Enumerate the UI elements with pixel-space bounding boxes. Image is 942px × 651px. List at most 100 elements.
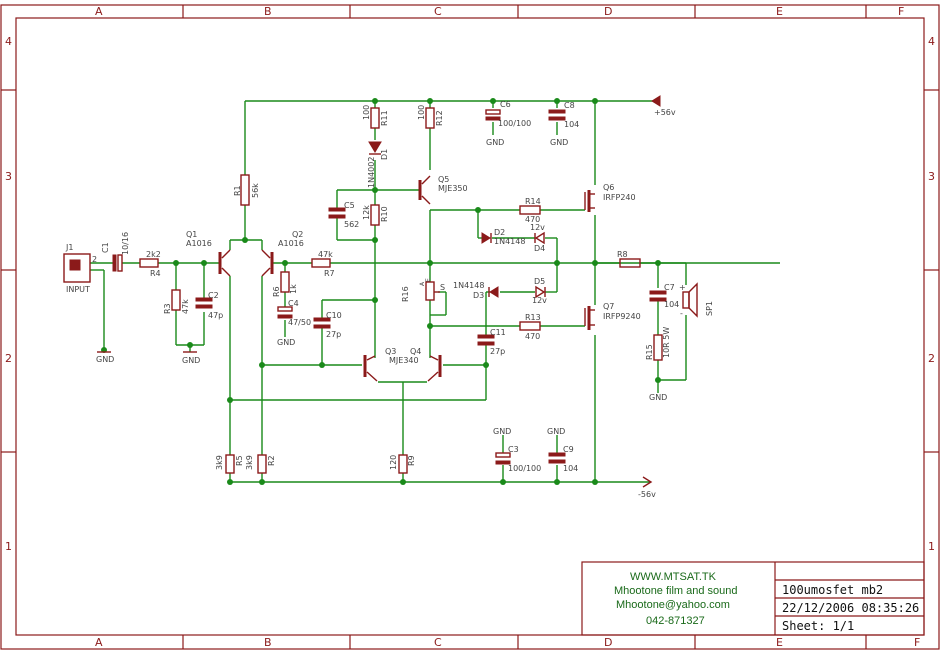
r16-pin-e: E <box>425 278 432 282</box>
r5-label: R5 <box>235 455 244 466</box>
gnd-label-c3: GND <box>493 427 511 436</box>
q6-value: IRFP240 <box>603 193 636 202</box>
grid-labels: A B C D E F A B C D E F 4 3 2 1 4 3 2 1 <box>5 5 935 649</box>
c1-value: 10/16 <box>121 232 130 255</box>
r1-value: 56k <box>251 183 260 198</box>
title-block: WWW.MTSAT.TK Mhootone film and sound Mho… <box>581 561 925 636</box>
r16-pin-s: S <box>440 283 445 292</box>
input-connector-j1: J1 2 INPUT <box>63 243 97 294</box>
d2-value: 1N4148 <box>494 237 525 246</box>
c2-value: 47p <box>208 311 223 320</box>
r7-label: R7 <box>324 269 335 278</box>
minus56-label: -56v <box>638 490 656 499</box>
col-label-d-bottom: D <box>604 636 612 649</box>
d3-label: D3 <box>473 291 484 300</box>
col-label-a: A <box>95 5 103 18</box>
r3-label: R3 <box>163 303 172 314</box>
c2-label: C2 <box>208 291 219 300</box>
r16-label: R16 <box>401 286 410 302</box>
resistor-r14: R14 470 <box>519 197 541 224</box>
zener-diode-d5: D5 12v <box>532 277 547 305</box>
transistor-q5: Q5 MJE350 <box>418 175 468 205</box>
title-block-design-name: 100umosfet mb2 <box>782 583 883 597</box>
resistor-r11: 100 R11 <box>362 105 389 129</box>
d5-label: D5 <box>534 277 545 286</box>
col-label-b: B <box>264 5 272 18</box>
sp1-label: SP1 <box>705 301 714 316</box>
col-label-c-bottom: C <box>434 636 442 649</box>
capacitor-c9: GND C9 104 <box>547 427 578 473</box>
transistor-q1: Q1 A1016 <box>186 230 231 277</box>
q7-value: IRFP9240 <box>603 312 641 321</box>
r13-value: 470 <box>525 332 540 341</box>
resistor-r8: R8 <box>617 250 641 268</box>
capacitor-c2: C2 47p <box>195 291 223 320</box>
d3-value: 1N4148 <box>453 281 484 290</box>
r15-label: R15 <box>645 344 654 360</box>
trimpot-r16: R16 S A E <box>401 278 445 302</box>
r11-value: 100 <box>362 105 371 120</box>
q3-label: Q3 <box>385 347 396 356</box>
r14-value: 470 <box>525 215 540 224</box>
c9-label: C9 <box>563 445 574 454</box>
gnd-label-c9: GND <box>547 427 565 436</box>
r2-value: 3k9 <box>245 455 254 470</box>
diode-d2: D2 1N4148 <box>481 228 525 246</box>
c1-label: C1 <box>101 242 110 253</box>
c7-value: 104 <box>664 300 679 309</box>
r10-value: 12k <box>362 205 371 220</box>
gnd-label-r15: GND <box>649 393 667 402</box>
q6-label: Q6 <box>603 183 614 192</box>
row-label-3-right: 3 <box>928 170 935 183</box>
c8-label: C8 <box>564 101 575 110</box>
resistor-r6: R6 1k <box>272 271 298 297</box>
d2-label: D2 <box>494 228 505 237</box>
resistor-r4: 2k2 R4 <box>139 250 161 278</box>
q1-label: Q1 <box>186 230 197 239</box>
r15-value: 10R 5W <box>662 327 671 358</box>
col-label-d: D <box>604 5 612 18</box>
resistor-r2: 3k9 R2 <box>245 454 276 474</box>
title-block-email: Mhootone@yahoo.com <box>616 599 730 611</box>
c11-value: 27p <box>490 347 505 356</box>
q4-label: Q4 <box>410 347 421 356</box>
c6-label: C6 <box>500 100 511 109</box>
r11-label: R11 <box>380 110 389 126</box>
r4-label: R4 <box>150 269 161 278</box>
r6-label: R6 <box>272 286 281 297</box>
col-label-e: E <box>776 5 783 18</box>
d1-value: 1N4002 <box>367 157 376 188</box>
d1-label: D1 <box>380 149 389 160</box>
sheet-frame <box>0 4 940 650</box>
transistor-q2: Q2 A1016 <box>261 230 304 277</box>
gnd-label-r3: GND <box>182 356 200 365</box>
c3-label: C3 <box>508 445 519 454</box>
r9-label: R9 <box>407 455 416 466</box>
wires <box>90 100 780 483</box>
col-label-b-bottom: B <box>264 636 272 649</box>
q3-q4-value: MJE340 <box>389 356 419 365</box>
r14-label: R14 <box>525 197 541 206</box>
plus56-label: +56v <box>654 108 676 117</box>
row-label-1: 1 <box>5 540 12 553</box>
capacitor-c1: C1 10/16 <box>101 232 130 272</box>
c5-value: 562 <box>344 220 359 229</box>
sp1-minus: - <box>680 309 683 318</box>
mosfet-q6: Q6 IRFP240 <box>584 183 636 212</box>
resistor-r12: 100 R12 <box>417 105 444 129</box>
j1-pin-label: 2 <box>92 255 97 264</box>
row-label-4: 4 <box>5 35 12 48</box>
col-label-e-bottom: E <box>776 636 783 649</box>
transistor-q3: Q3 <box>363 347 396 382</box>
r16-pin-a: A <box>419 281 426 286</box>
input-label: INPUT <box>66 285 90 294</box>
row-label-4-right: 4 <box>928 35 935 48</box>
q5-label: Q5 <box>438 175 449 184</box>
gnd-symbol-r3: GND <box>182 351 200 365</box>
capacitor-c6: C6 100/100 GND <box>485 100 531 147</box>
capacitor-c8: C8 104 GND <box>548 101 579 147</box>
r5-value: 3k9 <box>215 455 224 470</box>
resistor-r3: R3 47k <box>163 289 190 314</box>
title-block-company: Mhootone film and sound <box>614 585 738 597</box>
q1-value: A1016 <box>186 239 212 248</box>
